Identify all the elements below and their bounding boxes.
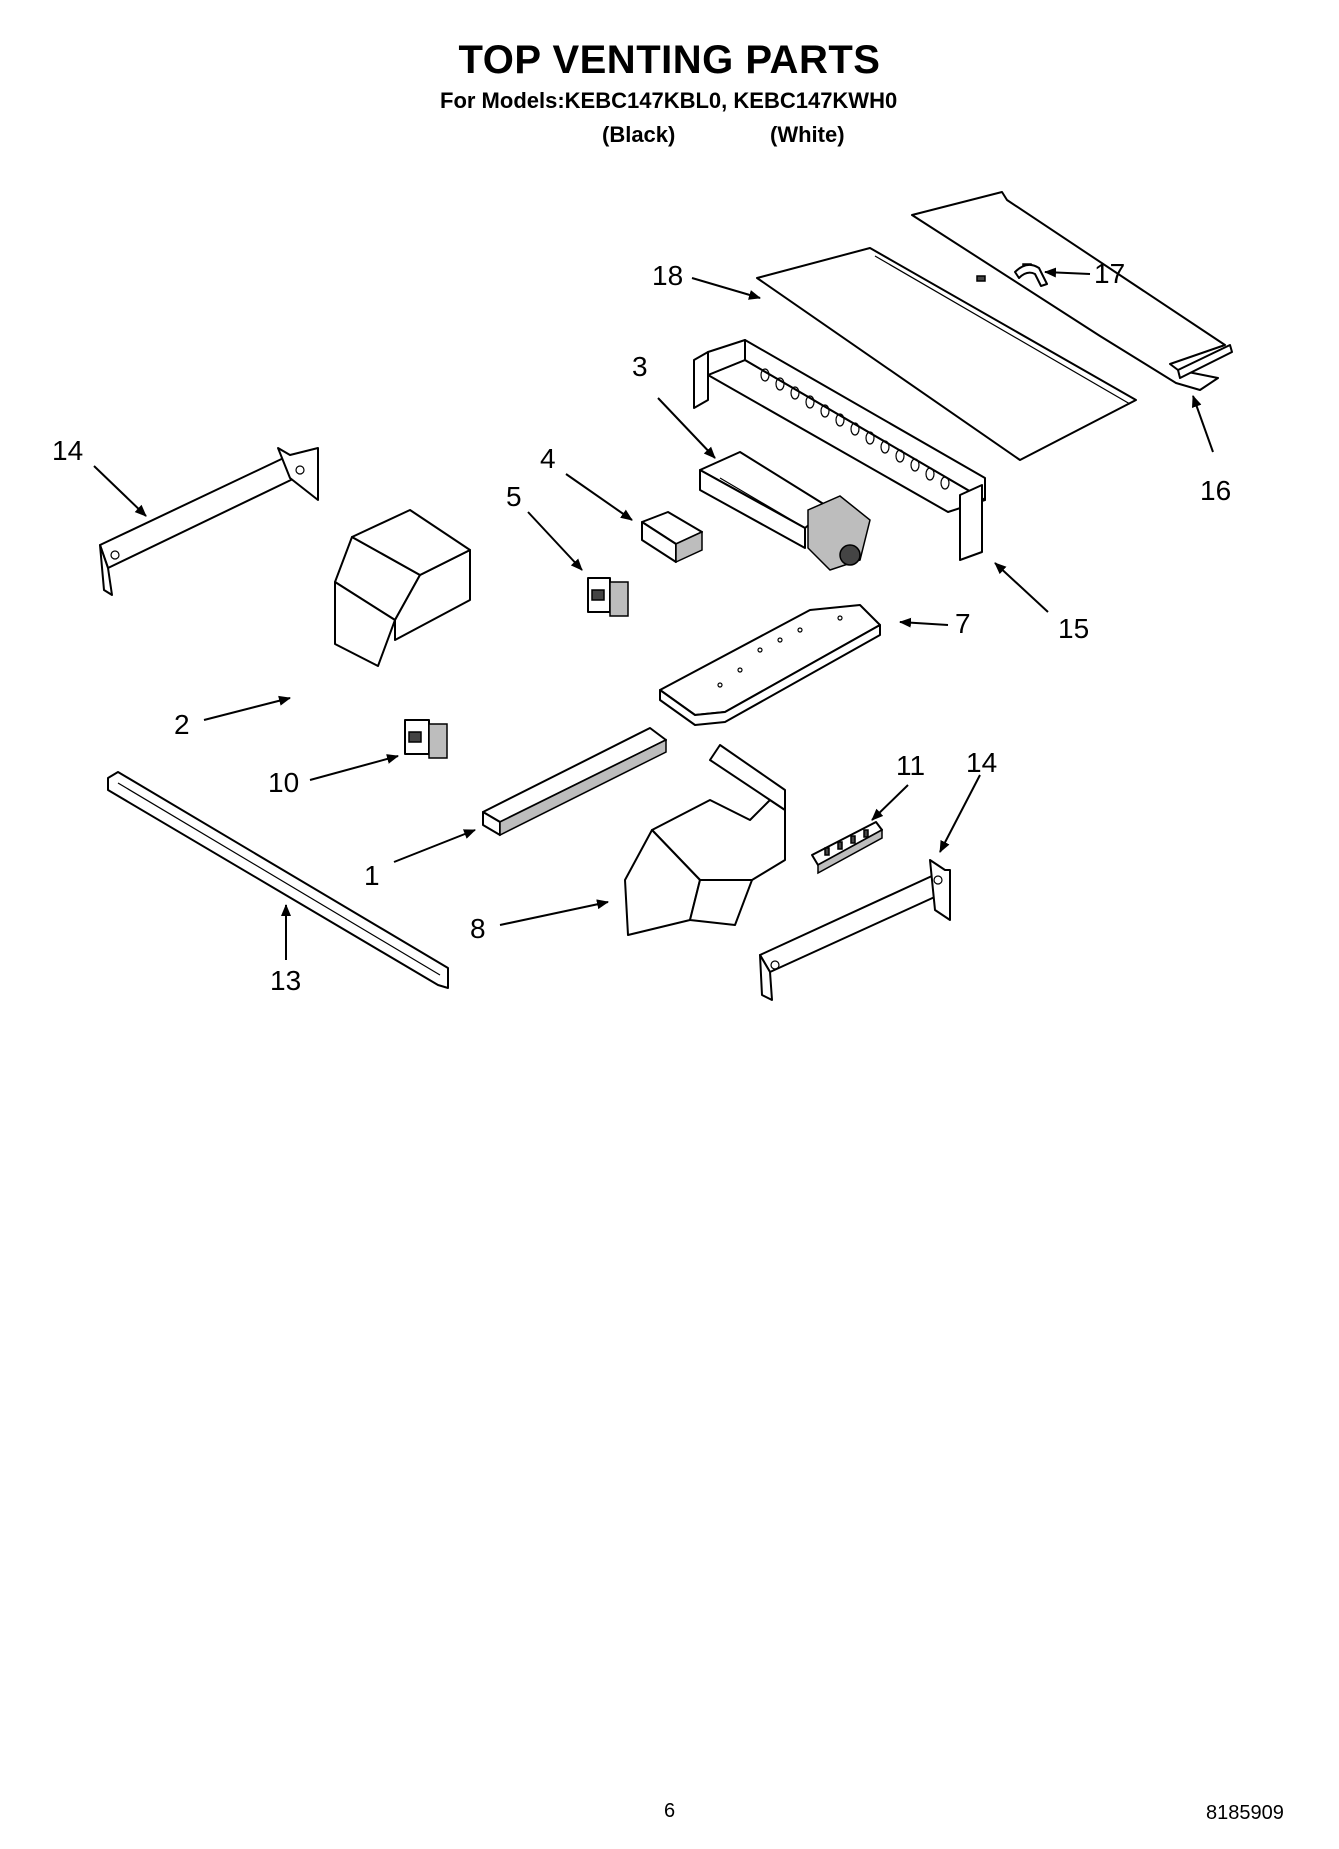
part-5-switch: [587, 577, 629, 617]
leader-3: [657, 397, 716, 459]
part-14-right-bracket: [759, 859, 951, 1001]
leader-14b: [939, 774, 981, 853]
part-2-duct: [334, 509, 471, 667]
leader-2: [203, 695, 291, 721]
leader-lines: [93, 267, 1214, 960]
page-title: TOP VENTING PARTS: [458, 38, 881, 82]
callout-4: 4: [540, 443, 556, 474]
leader-16: [1191, 395, 1214, 453]
leader-15: [994, 562, 1049, 613]
color-label-white: (White): [770, 122, 845, 147]
callout-17: 17: [1094, 258, 1125, 289]
callout-1: 1: [364, 860, 380, 891]
callout-11: 11: [896, 750, 925, 781]
callout-13: 13: [270, 965, 301, 996]
callout-5: 5: [506, 481, 522, 512]
part-4-terminal-block: [641, 511, 703, 564]
part-16-top-panel: [911, 191, 1233, 391]
part-1-rail: [482, 727, 667, 837]
leader-14a: [93, 465, 147, 517]
part-7-mounting-plate: [659, 604, 881, 726]
leader-5: [527, 511, 583, 571]
document-number: 8185909: [1206, 1802, 1284, 1824]
part-15-vent-channel: [693, 339, 986, 561]
part-13-long-rail: [107, 771, 449, 989]
part-17-clip: [1014, 263, 1048, 287]
callout-16: 16: [1200, 475, 1231, 506]
color-label-black: (Black): [602, 122, 676, 147]
callout-7: 7: [955, 608, 971, 639]
model-list: For Models:KEBC147KBL0, KEBC147KWH0: [440, 88, 898, 113]
leader-8: [499, 899, 609, 926]
part-10-switch: [404, 719, 448, 759]
callout-15: 15: [1058, 613, 1089, 644]
leader-1: [393, 829, 476, 863]
callout-18: 18: [652, 260, 683, 291]
callout-10: 10: [268, 767, 299, 798]
callout-3: 3: [632, 351, 648, 382]
leader-4: [565, 473, 633, 521]
leader-11: [871, 784, 909, 821]
page-number: 6: [664, 1800, 676, 1822]
callout-8: 8: [470, 913, 486, 944]
callout-2: 2: [174, 709, 190, 740]
callout-14-upper: 14: [52, 435, 83, 466]
leader-10: [309, 754, 399, 781]
part-3-motor-assembly: [699, 451, 871, 571]
part-11-terminal-strip: [811, 821, 883, 875]
callout-14-lower: 14: [966, 747, 997, 778]
leader-17: [1044, 267, 1091, 278]
part-14-left-bracket: [99, 447, 319, 596]
part-8-duct-bracket: [624, 744, 786, 936]
leader-18: [691, 277, 761, 300]
callout-numbers: 18 17 16 3 4 5 14 15 7 2 10 1 13 8 11 14: [52, 258, 1231, 996]
leader-7: [899, 617, 949, 628]
